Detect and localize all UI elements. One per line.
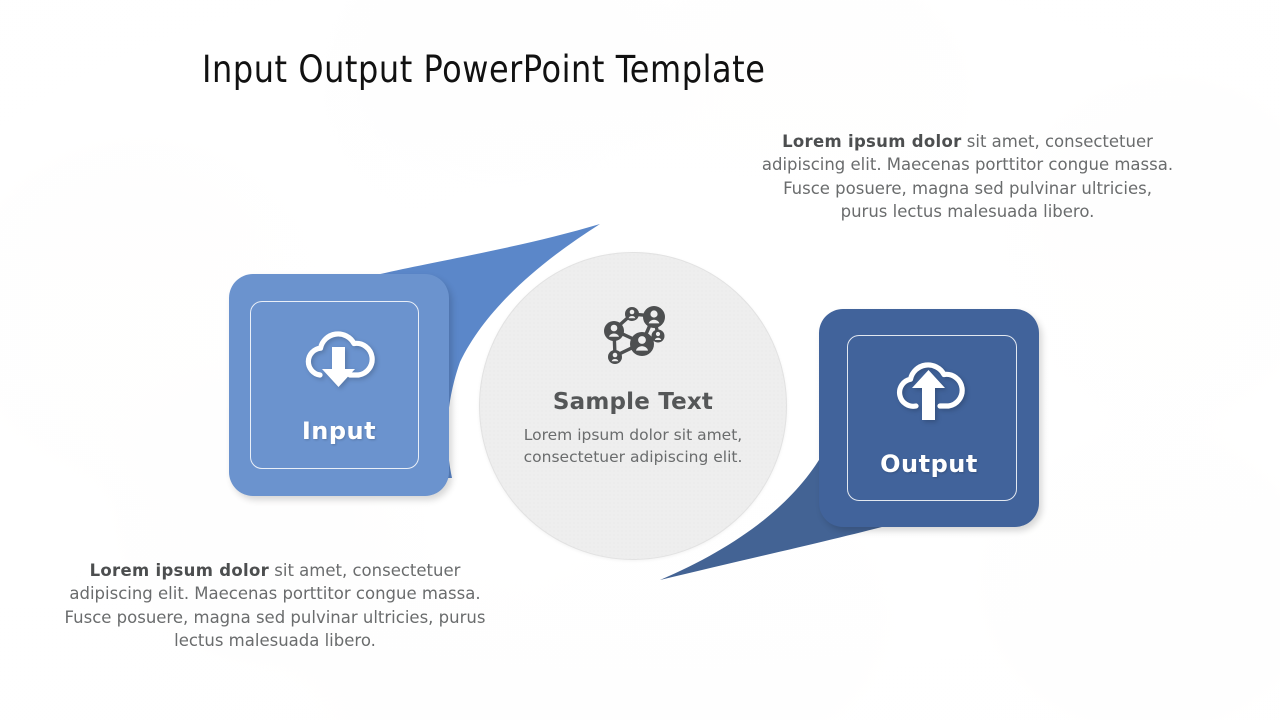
bottom-left-paragraph: Lorem ipsum dolor sit amet, consectetuer… [60, 559, 490, 652]
top-right-paragraph: Lorem ipsum dolor sit amet, consectetuer… [760, 130, 1175, 223]
cloud-upload-icon [890, 358, 968, 428]
center-circle: Sample Text Lorem ipsum dolor sit amet, … [479, 252, 787, 560]
input-box-inner-border [250, 301, 419, 469]
bottom-left-paragraph-lead: Lorem ipsum dolor [89, 561, 270, 580]
top-right-paragraph-rest: sit amet, consectetuer adipiscing elit. … [761, 132, 1174, 221]
bottom-left-paragraph-rest: sit amet, consectetuer adipiscing elit. … [64, 561, 486, 650]
network-nodes-icon [592, 301, 674, 375]
input-box-label: Input [301, 417, 377, 445]
page-title: Input Output PowerPoint Template [202, 48, 766, 91]
center-body-text: Lorem ipsum dolor sit amet, consectetuer… [523, 426, 743, 467]
output-box-label: Output [880, 450, 978, 478]
output-box-inner-border [847, 335, 1017, 501]
output-box[interactable]: Output [819, 309, 1039, 527]
input-box[interactable]: Input [229, 274, 449, 496]
center-heading: Sample Text [552, 389, 714, 415]
cloud-download-icon [300, 325, 378, 395]
top-right-paragraph-lead: Lorem ipsum dolor [782, 132, 962, 151]
